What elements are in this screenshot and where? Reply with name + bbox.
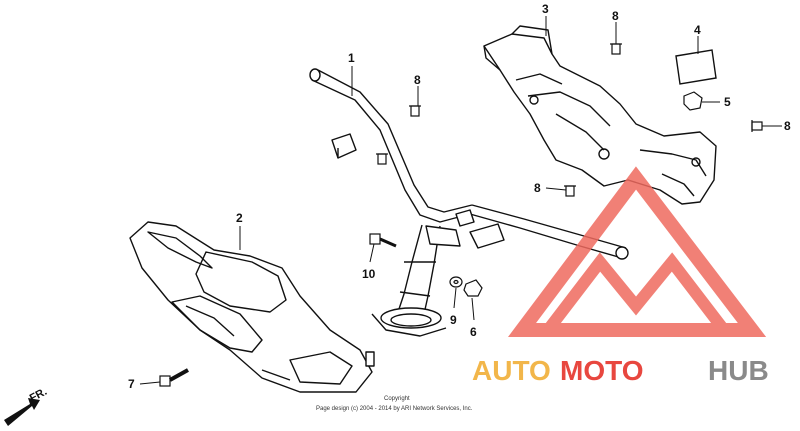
front-handle-cover-part[interactable] — [129, 221, 375, 393]
direction-label: FR. — [28, 386, 49, 405]
automotohub-watermark: AUTO MOTO HUB — [472, 166, 769, 386]
leader-lines — [139, 16, 782, 385]
nut-5 — [683, 91, 703, 111]
screw-8-bracket — [376, 153, 388, 165]
screw-hardware[interactable] — [159, 43, 763, 387]
callout-2: 2 — [236, 211, 243, 225]
callout-3: 3 — [542, 2, 549, 16]
screw-8-middle — [564, 185, 576, 197]
callout-9: 9 — [450, 313, 457, 327]
bolt-10 — [369, 233, 397, 248]
watermark-text-moto: MOTO — [560, 355, 643, 386]
callout-8-upper-left: 8 — [414, 73, 421, 87]
callout-8-upper-right: 8 — [612, 9, 619, 23]
callout-labels: 1 2 3 4 5 6 7 8 8 8 8 9 10 — [128, 2, 791, 391]
nut-6 — [463, 279, 483, 297]
front-direction-indicator: FR. — [4, 386, 49, 426]
callout-10: 10 — [362, 267, 376, 281]
front-arrow-icon — [4, 398, 40, 426]
screw-8-upper-right — [610, 43, 622, 55]
washer-9 — [449, 276, 463, 288]
callout-5: 5 — [724, 95, 731, 109]
screw-7 — [159, 368, 189, 387]
callout-8-right: 8 — [784, 119, 791, 133]
screw-8-right — [751, 120, 763, 132]
watermark-triangle-logo — [508, 166, 767, 337]
screw-8-upper-left — [409, 105, 421, 117]
callout-7: 7 — [128, 377, 135, 391]
copyright-notice: Copyright Page design (c) 2004 - 2014 by… — [316, 396, 473, 412]
watermark-text-auto: AUTO — [472, 355, 551, 386]
callout-4: 4 — [694, 23, 701, 37]
copyright-line-1: Copyright — [384, 396, 410, 402]
callout-6: 6 — [470, 325, 477, 339]
rear-handle-cover-part[interactable] — [483, 25, 717, 205]
callout-1: 1 — [348, 51, 355, 65]
watermark-text-hub: HUB — [708, 355, 769, 386]
handlebar-part[interactable] — [309, 68, 629, 337]
callout-8-middle: 8 — [534, 181, 541, 195]
caution-label-part[interactable] — [675, 49, 717, 85]
copyright-line-2: Page design (c) 2004 - 2014 by ARI Netwo… — [316, 406, 473, 412]
